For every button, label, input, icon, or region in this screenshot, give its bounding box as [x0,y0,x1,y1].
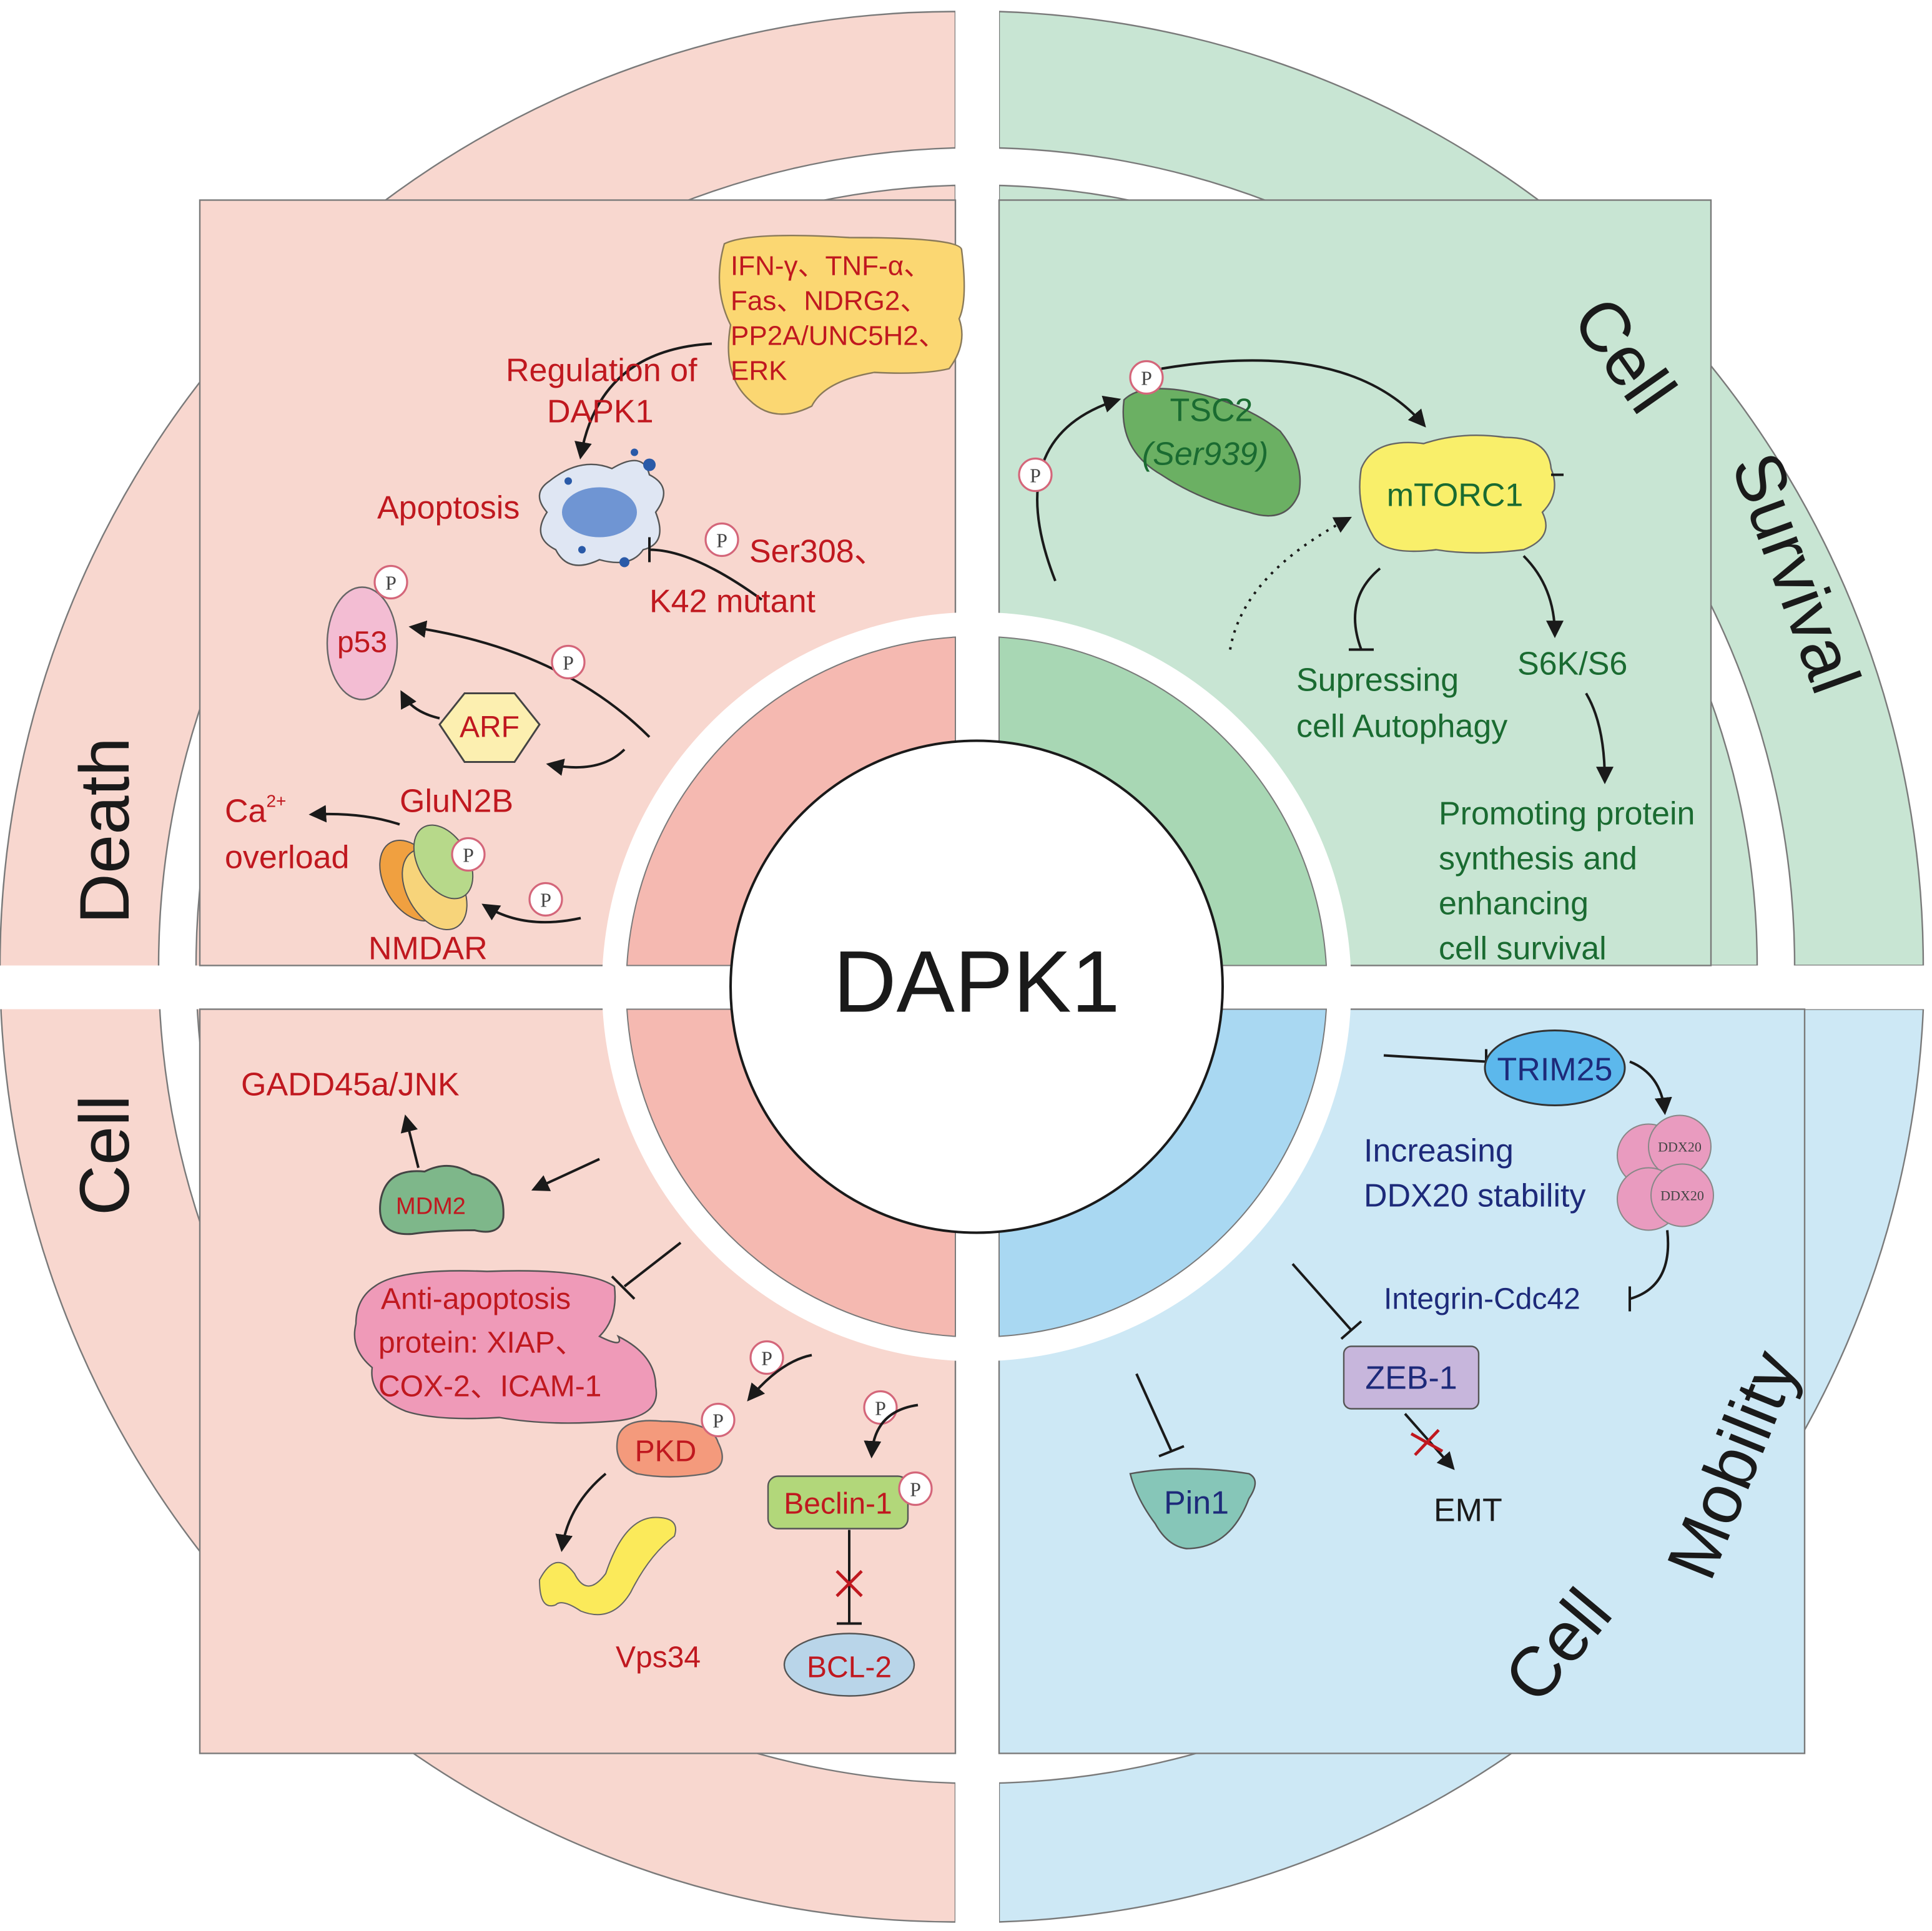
pkd-shape [616,1420,723,1478]
mtorc1-label: mTORC1 [1387,478,1524,514]
svg-text:P: P [712,1410,724,1432]
promo-line2: synthesis and [1439,841,1637,877]
svg-text:P: P [1030,464,1041,487]
anti-line1: Anti-apoptosis [381,1283,571,1316]
center-title: DAPK1 [833,933,1120,1031]
ca-label: Ca2+ [225,792,286,830]
overload-label: overload [225,840,349,876]
mobility-content: TRIM25 Increasing DDX20 stability DDX20 … [1129,1029,1714,1550]
trim25-shape [1484,1029,1626,1106]
supp-line2: cell Autophagy [1296,709,1507,745]
inc-line1: Increasing [1364,1133,1514,1169]
survival-content: P P TSC2 (Ser939) mTORC1 Supressing cell… [1018,359,1695,967]
death-bottom-content: GADD45a/JNK MDM2 Anti-apoptosis protein:… [241,1067,933,1697]
beclin-label: Beclin-1 [784,1488,892,1521]
ddx20-label-2: DDX20 [1660,1188,1704,1204]
tsc2-line1: TSC2 [1170,393,1253,429]
integrin-label: Integrin-Cdc42 [1384,1283,1580,1316]
promo-line3: enhancing [1439,886,1589,922]
emt-label: EMT [1434,1493,1502,1529]
anti-line3: COX-2、ICAM-1 [378,1370,601,1403]
regulation-line1: Regulation of [506,353,697,389]
s6k-label: S6K/S6 [1517,646,1627,682]
pin1-shape [1129,1468,1256,1550]
promo-line1: Promoting protein [1439,796,1695,832]
nmdar-shape [379,824,474,930]
death-top-content: IFN-γ、TNF-α、 Fas、NDRG2、 PP2A/UNC5H2、 ERK… [225,234,965,967]
death-ring-word1: Cell [66,1095,144,1216]
svg-text:P: P [716,529,727,552]
gadd-label: GADD45a/JNK [241,1067,460,1103]
death-ring-word2: Death [66,737,144,924]
inner-ring: DAPK1 [602,612,1351,1362]
mdm2-shape [379,1165,505,1236]
ddx20-label-1: DDX20 [1658,1139,1702,1155]
ddx20-cluster: DDX20 DDX20 [1617,1114,1714,1231]
inc-line2: DDX20 stability [1364,1178,1585,1214]
vps34-shape [538,1516,676,1616]
svg-text:P: P [1141,367,1152,390]
vps34-label: Vps34 [616,1641,701,1674]
anti-apoptosis-blob [353,1270,658,1424]
glun2b-label: GluN2B [400,784,513,820]
regulators-line2: Fas、NDRG2、 [731,286,927,317]
svg-text:P: P [761,1347,772,1370]
regulation-line2: DAPK1 [547,394,654,430]
svg-text:P: P [463,844,474,867]
arf-shape [438,692,541,763]
arf-label: ARF [460,711,520,744]
p53-label: p53 [337,626,387,659]
anti-line2: protein: XIAP、 [378,1327,585,1360]
promo-line4: cell survival [1439,931,1607,967]
svg-text:P: P [563,652,574,674]
k42-label: K42 mutant [649,584,816,620]
svg-text:P: P [385,572,397,594]
regulators-line1: IFN-γ、TNF-α、 [731,251,931,282]
zeb1-shape [1343,1345,1480,1410]
svg-text:P: P [910,1478,921,1501]
bcl2-label: BCL-2 [807,1651,892,1684]
bcl2-shape [783,1633,915,1697]
regulators-line4: ERK [731,356,787,386]
regulator-blob [718,234,965,415]
ser308-label: Ser308、 [749,534,887,570]
mdm2-label: MDM2 [396,1194,466,1220]
svg-text:P: P [540,889,551,911]
tsc2-shape [1122,388,1301,517]
apoptosis-label: Apoptosis [377,490,520,526]
nmdar-label: NMDAR [368,931,488,967]
p53-shape [326,586,398,700]
tsc2-line2: (Ser939) [1142,436,1268,473]
regulators-line3: PP2A/UNC5H2、 [731,321,946,351]
center-circle [729,739,1224,1234]
supp-line1: Supressing [1296,662,1459,699]
trim25-label: TRIM25 [1497,1052,1613,1088]
mtorc1-shape [1359,434,1555,554]
pkd-label: PKD [635,1435,697,1468]
pin1-label: Pin1 [1164,1485,1229,1521]
zeb1-label: ZEB-1 [1365,1360,1457,1397]
svg-text:P: P [875,1397,886,1420]
